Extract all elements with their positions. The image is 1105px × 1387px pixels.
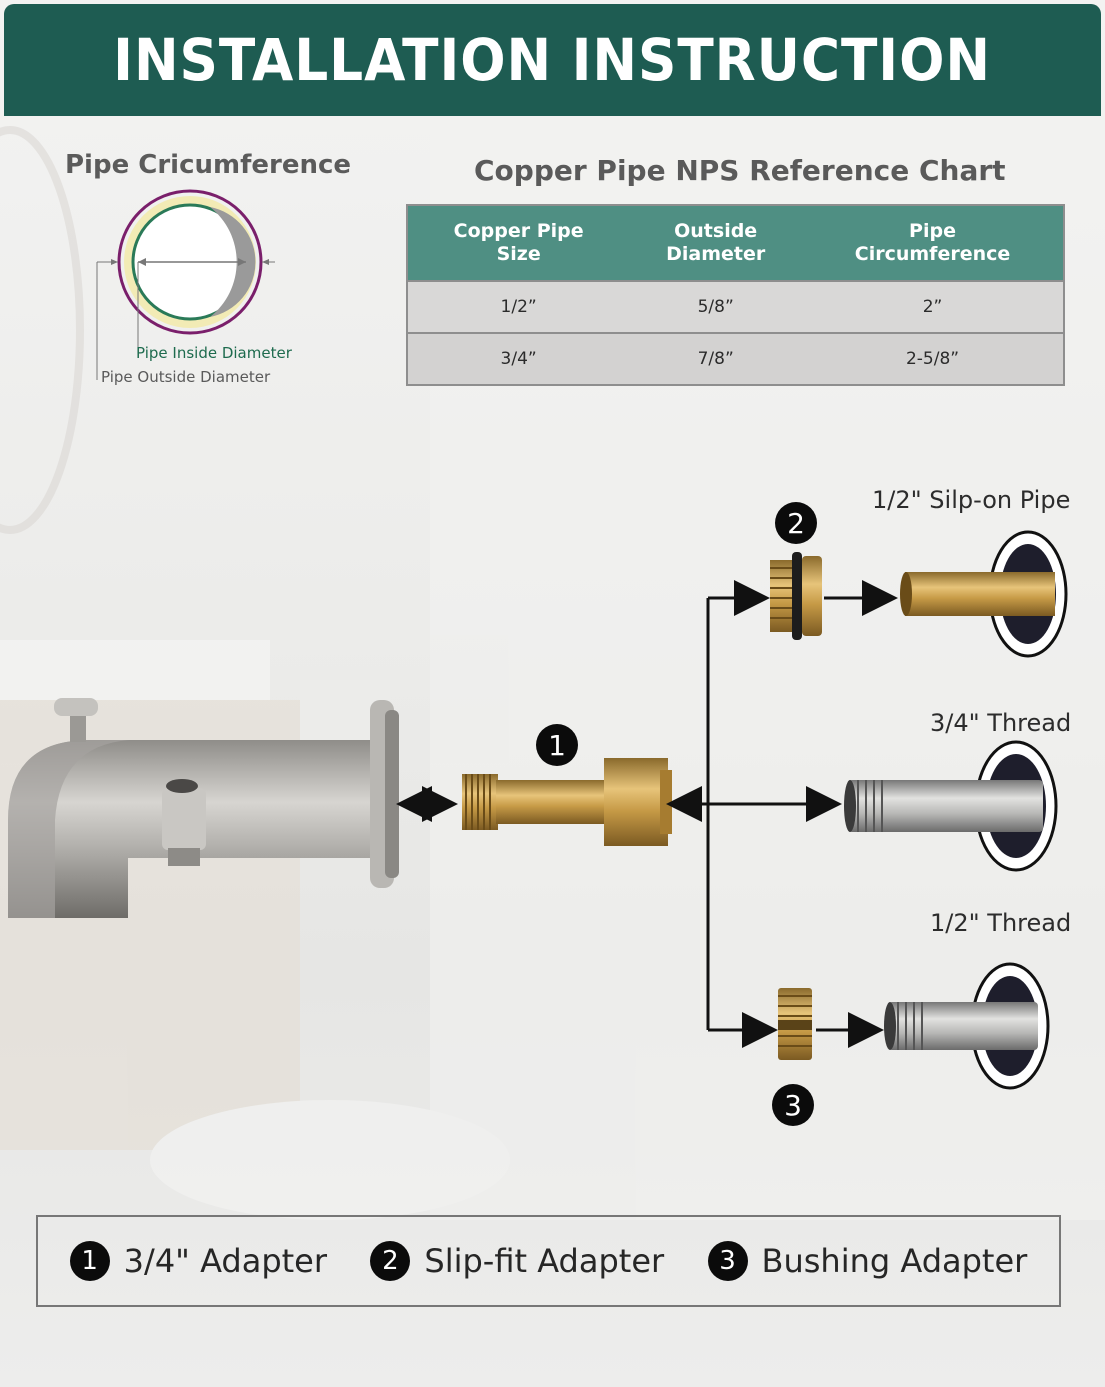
bushing-adapter-part: [778, 988, 812, 1060]
three-quarter-thread-pipe-part: [844, 740, 1058, 872]
legend-label: 3/4" Adapter: [123, 1242, 328, 1280]
pipe-outside-diameter-label: Pipe Outside Diameter: [101, 368, 271, 386]
table-cell: 2-5/8”: [802, 332, 1064, 385]
marker-3: 3: [772, 1084, 814, 1126]
table-row: 3/4” 7/8” 2-5/8”: [407, 332, 1064, 385]
reference-chart-title: Copper Pipe NPS Reference Chart: [474, 154, 1006, 187]
slip-on-pipe-label: 1/2" Silp-on Pipe: [872, 486, 1071, 514]
legend-number: 2: [370, 1241, 411, 1281]
page-title: INSTALLATION INSTRUCTION: [113, 26, 992, 94]
marker-2: 2: [775, 502, 817, 544]
three-quarter-thread-label: 3/4" Thread: [930, 709, 1072, 737]
pipe-circumference-title: Pipe Cricumference: [65, 150, 352, 180]
legend-number: 1: [69, 1241, 110, 1281]
legend-item: 3 Bushing Adapter: [707, 1241, 1028, 1281]
half-inch-thread-pipe-part: [884, 962, 1050, 1090]
table-cell: 7/8”: [629, 332, 803, 385]
pipe-inside-diameter-label: Pipe Inside Diameter: [136, 344, 292, 362]
table-cell: 1/2”: [407, 280, 630, 333]
tub-spout: [8, 698, 399, 918]
slip-on-pipe-part: [900, 530, 1068, 658]
legend-item: 2 Slip-fit Adapter: [370, 1241, 664, 1281]
marker-1: 1: [536, 724, 578, 766]
legend-number: 3: [707, 1241, 748, 1281]
half-inch-thread-label: 1/2" Thread: [930, 909, 1072, 937]
three-quarter-adapter-part: [462, 758, 672, 846]
table-cell: 5/8”: [629, 280, 803, 333]
legend-label: Bushing Adapter: [761, 1242, 1028, 1280]
legend-item: 1 3/4" Adapter: [69, 1241, 328, 1281]
pipe-cross-section-icon: [96, 189, 275, 380]
slip-fit-adapter-part: [770, 552, 822, 640]
legend-label: Slip-fit Adapter: [424, 1242, 665, 1280]
table-row: 1/2” 5/8” 2”: [407, 280, 1064, 333]
connection-arrows: [396, 580, 898, 1048]
parts-legend: 1 3/4" Adapter 2 Slip-fit Adapter 3 Bush…: [36, 1215, 1061, 1307]
table-cell: 2”: [802, 280, 1064, 333]
header-banner: INSTALLATION INSTRUCTION: [4, 4, 1101, 116]
table-cell: 3/4”: [407, 332, 630, 385]
